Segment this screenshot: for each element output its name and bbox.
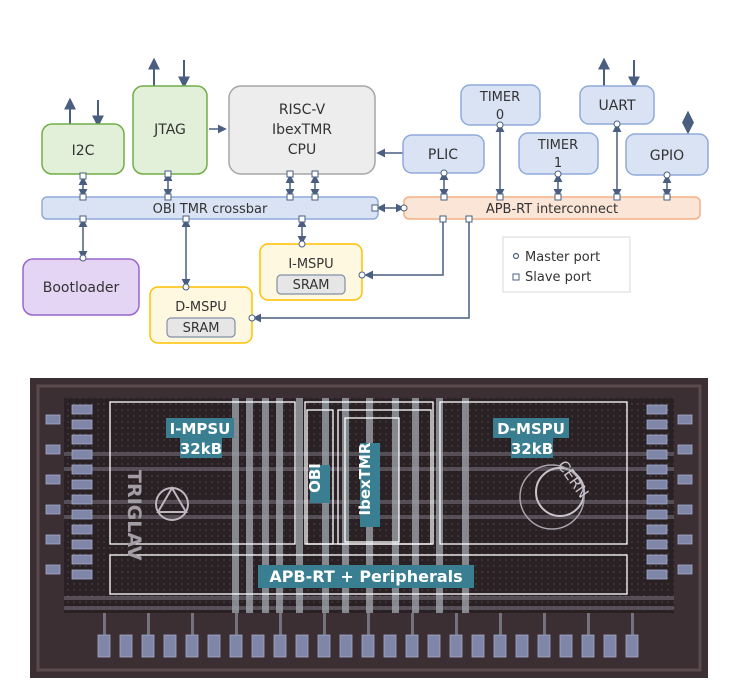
slave-port-icon <box>512 273 520 281</box>
uart-label: UART <box>598 98 636 114</box>
legend: Master port Slave port <box>502 236 631 293</box>
triglav-logo-text: TRIGLAV <box>123 470 145 561</box>
ports <box>79 120 671 322</box>
cpu-label-line3: CPU <box>288 142 316 158</box>
cpu-label-line2: IbexTMR <box>272 122 332 138</box>
dmspu-label: D-MSPU <box>175 300 227 315</box>
ibex-inner-region <box>344 417 400 543</box>
obi-region <box>306 409 334 545</box>
bottom-traces <box>103 613 634 635</box>
chip-label-imspu: I-MPSU 32kB <box>166 418 234 458</box>
chip-label-ibex: IbexTMR <box>356 442 380 527</box>
plic-label: PLIC <box>428 147 458 163</box>
bootloader-block: Bootloader <box>22 258 140 316</box>
timer1-label-line2: 1 <box>554 156 562 171</box>
chip-dmspu-size: 32kB <box>511 440 553 458</box>
timer0-block: TIMER 0 <box>460 84 541 126</box>
legend-slave: Slave port <box>525 270 591 285</box>
gpio-label: GPIO <box>650 148 684 164</box>
imspu-sram-label: SRAM <box>293 278 330 293</box>
chip-imspu-name: I-MPSU <box>170 420 231 438</box>
triglav-logo: TRIGLAV <box>123 470 189 561</box>
external-arrows <box>64 57 694 135</box>
i2c-label: I2C <box>72 143 95 159</box>
i2c-block: I2C <box>41 123 125 175</box>
gpio-block: GPIO <box>625 133 709 176</box>
legend-master: Master port <box>525 250 600 265</box>
apb-region <box>109 554 628 595</box>
chip-obi-label: OBI <box>306 463 324 493</box>
bond-pads-side <box>45 404 693 580</box>
apb-interconnect-label: APB-RT interconnect <box>486 202 618 217</box>
chip-apb-label: APB-RT + Peripherals <box>269 567 462 586</box>
timer1-block: TIMER 1 <box>518 132 599 175</box>
bootloader-label: Bootloader <box>43 280 120 296</box>
chip-region-outlines <box>109 401 628 595</box>
dmspu-block: D-MSPU SRAM <box>149 286 253 344</box>
chip-label-obi: OBI <box>306 463 330 503</box>
uart-block: UART <box>579 85 655 125</box>
chip-label-apb: APB-RT + Peripherals <box>258 565 474 588</box>
connections <box>78 123 672 323</box>
plic-block: PLIC <box>402 134 485 174</box>
timer1-label-line1: TIMER <box>537 138 578 153</box>
obi-crossbar-label: OBI TMR crossbar <box>153 202 268 217</box>
chip-micrograph: TRIGLAV CERN I-MPSU 32kB D-MSPU 32kB OBI… <box>30 378 708 678</box>
dmspu-region <box>439 401 628 545</box>
timer0-label-line2: 0 <box>496 108 504 123</box>
cpu-label-line1: RISC-V <box>279 102 326 118</box>
timer0-label-line1: TIMER <box>479 90 520 105</box>
imspu-region <box>109 401 296 545</box>
block-diagram: I2C JTAG RISC-V IbexTMR CPU TIMER 0 UART… <box>22 57 709 344</box>
chip-label-dmspu: D-MSPU 32kB <box>493 418 569 458</box>
cpu-block: RISC-V IbexTMR CPU <box>228 85 376 175</box>
jtag-block: JTAG <box>132 85 208 175</box>
chip-dmspu-name: D-MSPU <box>497 420 565 438</box>
master-port-icon <box>512 252 520 260</box>
ibex-region <box>337 409 432 545</box>
imspu-label: I-MSPU <box>288 257 333 272</box>
apb-interconnect: APB-RT interconnect <box>403 196 701 220</box>
obi-crossbar: OBI TMR crossbar <box>41 196 379 220</box>
dmspu-sram-label: SRAM <box>183 321 220 336</box>
chip-ibex-label: IbexTMR <box>356 442 374 515</box>
chip-imspu-size: 32kB <box>180 440 222 458</box>
jtag-label: JTAG <box>153 122 186 138</box>
imspu-block: I-MSPU SRAM <box>259 243 363 301</box>
